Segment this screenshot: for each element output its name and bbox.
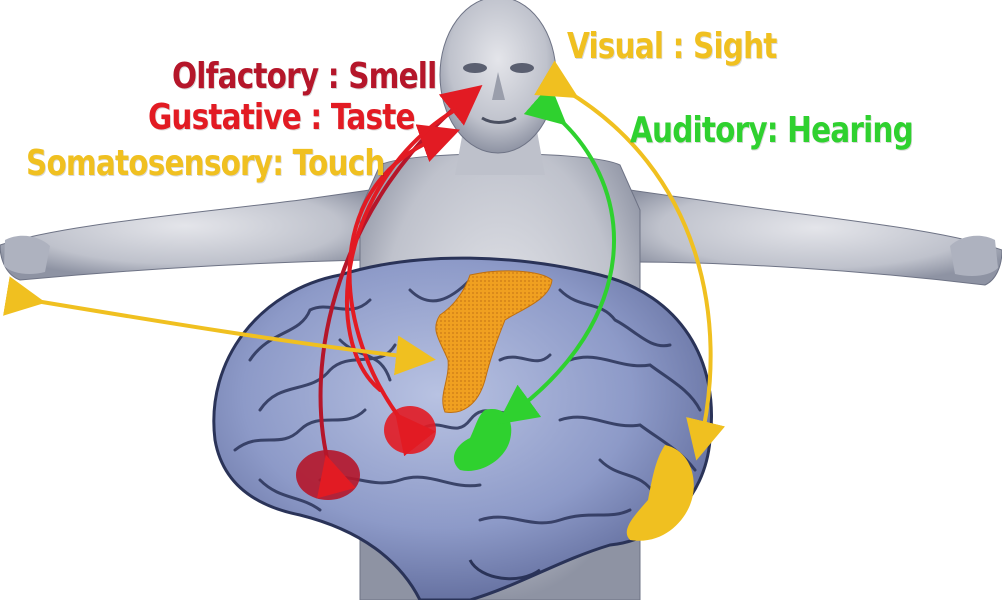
- left-eye: [463, 63, 487, 73]
- gustative-label: Gustative : Taste: [148, 97, 415, 138]
- somatosensory-label: Somatosensory: Touch: [26, 143, 385, 184]
- auditory-label: Auditory: Hearing: [630, 110, 913, 151]
- right-eye: [510, 63, 534, 73]
- olfactory-label: Olfactory : Smell: [172, 56, 436, 97]
- visual-label: Visual : Sight: [567, 26, 777, 67]
- gustative-region: [384, 406, 436, 454]
